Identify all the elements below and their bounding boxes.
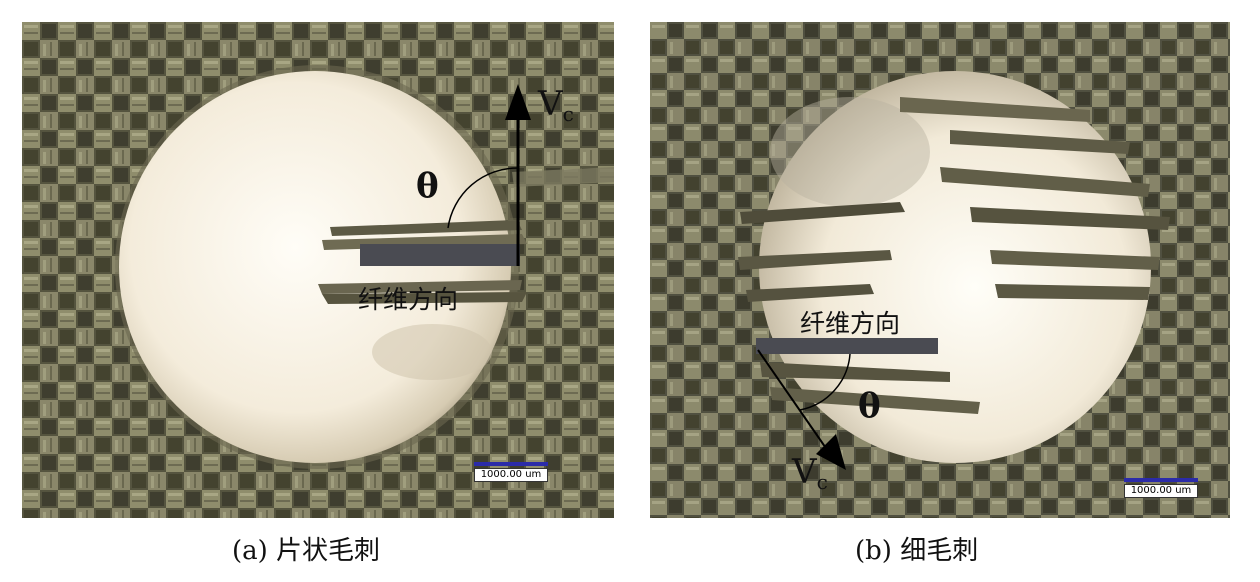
- theta-label: θ: [416, 166, 439, 206]
- scale-bar-label: 1000.00 um: [474, 468, 548, 482]
- velocity-arrow-icon: [757, 349, 846, 470]
- micrograph-image-a: [22, 22, 614, 518]
- caption-b: (b) 细毛刺: [855, 536, 979, 566]
- fiber-direction-bar: [360, 244, 520, 266]
- scale-bar: 1000.00 um: [474, 462, 548, 482]
- fiber-direction-bar: [756, 338, 938, 354]
- fiber-direction-label: 纤维方向: [800, 309, 901, 338]
- micrograph-image-b: [650, 22, 1230, 518]
- caption-a: (a) 片状毛刺: [232, 536, 381, 566]
- angle-arc-icon: [447, 167, 519, 229]
- velocity-label: Vc: [792, 452, 828, 494]
- fiber-direction-label: 纤维方向: [358, 285, 459, 314]
- angle-arc-icon: [799, 353, 851, 411]
- scale-bar: 1000.00 um: [1124, 478, 1198, 498]
- velocity-arrow-icon: [505, 84, 531, 266]
- velocity-label: Vc: [538, 84, 574, 126]
- micrograph-panel-a: 纤维方向 θ Vc 1000.00 um: [22, 22, 614, 518]
- theta-label: θ: [858, 386, 881, 426]
- scale-bar-label: 1000.00 um: [1124, 484, 1198, 498]
- micrograph-panel-b: 纤维方向 θ Vc 1000.00 um: [650, 22, 1230, 518]
